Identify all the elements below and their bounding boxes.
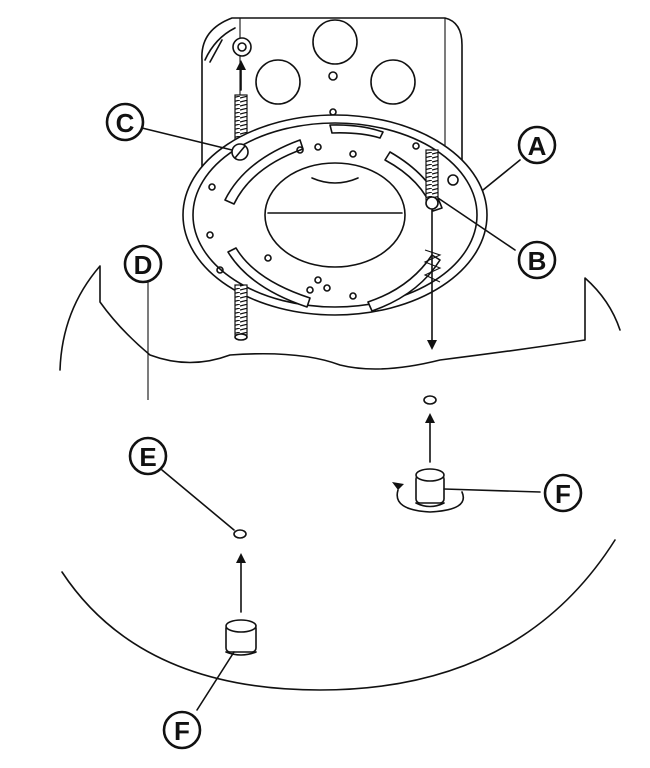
mounting-bracket (182, 114, 488, 316)
svg-text:A: A (528, 131, 547, 161)
callout-a: A (517, 125, 557, 165)
canopy-hole-left (233, 529, 247, 539)
leader-b (437, 197, 516, 251)
ceiling-line (59, 265, 621, 371)
svg-text:E: E (139, 442, 156, 472)
callout-e: E (128, 436, 168, 476)
leader-a (482, 159, 521, 191)
callout-f-lower: F (162, 710, 202, 750)
leader-c (141, 127, 233, 151)
threaded-stud-lower (234, 284, 248, 341)
svg-text:B: B (528, 246, 547, 276)
callout-f-upper: F (543, 473, 583, 513)
box-screw (232, 37, 252, 57)
leader-e (161, 469, 235, 531)
svg-text:C: C (116, 108, 135, 138)
threaded-stud-front (425, 149, 439, 210)
callout-d: D (123, 244, 163, 284)
threaded-stud-rear (234, 94, 248, 141)
callout-b: B (517, 240, 557, 280)
svg-text:D: D (134, 250, 153, 280)
canopy-edge (61, 539, 616, 691)
svg-text:F: F (555, 479, 571, 509)
cap-nut-left (225, 619, 257, 656)
svg-text:F: F (174, 716, 190, 746)
cap-nut-right (392, 468, 465, 513)
callout-c: C (105, 102, 145, 142)
canopy-hole-right (423, 395, 437, 405)
leader-f-upper (443, 488, 541, 493)
leader-f-lower (196, 651, 235, 711)
